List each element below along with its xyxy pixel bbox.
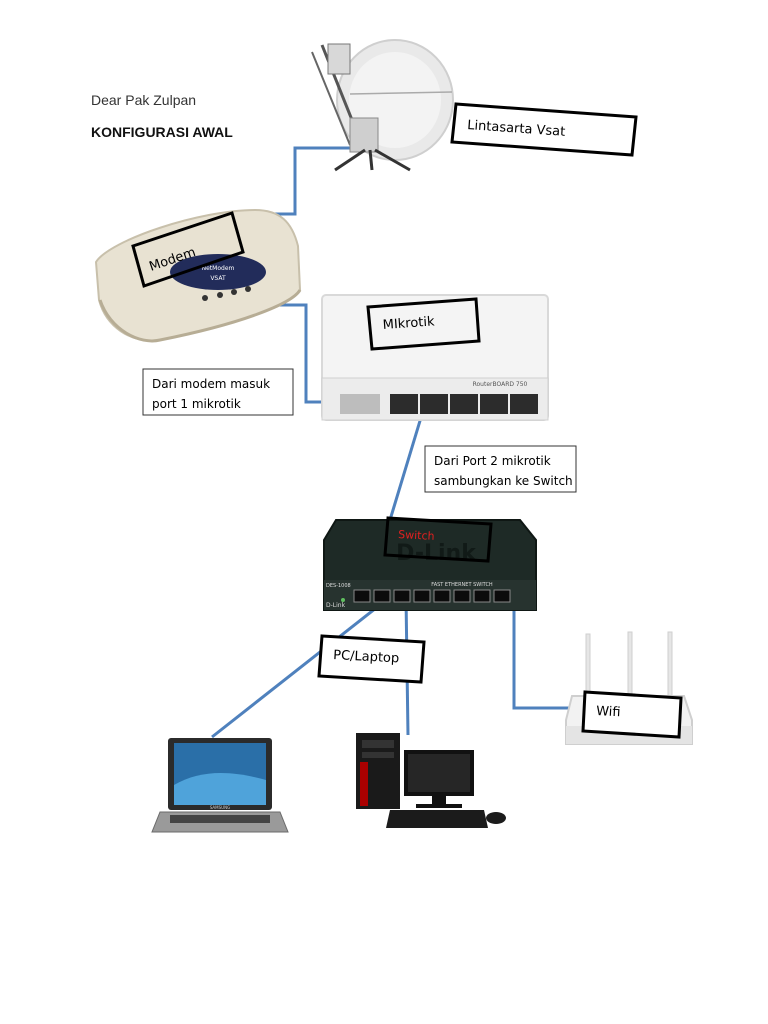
vsat-dish-image — [311, 39, 454, 172]
cable-switch-to-wifi — [512, 597, 585, 710]
switch-model-text: DES-1008 — [326, 583, 351, 589]
page-title: KONFIGURASI AWAL — [91, 124, 233, 140]
switch-image: D-Link DES-1008 D-Link FAST ETHERNET SWI… — [323, 519, 537, 611]
label-box-wifi: Wifi — [581, 690, 683, 739]
greeting-text: Dear Pak Zulpan — [91, 92, 197, 108]
mikrotik-image: RouterBOARD 750 — [321, 294, 549, 421]
label-box-vsat: Lintasarta Vsat — [450, 102, 638, 157]
switch-label: Switch — [398, 528, 435, 543]
switch-subtitle-text: FAST ETHERNET SWITCH — [431, 582, 493, 588]
label-box-modem-to-mikrotik: Dari modem masuk port 1 mikrotik — [142, 368, 294, 416]
mikrotik-brand-text: RouterBOARD 750 — [473, 381, 528, 388]
label-box-pc-laptop: PC/Laptop — [317, 634, 426, 684]
label-box-switch: Switch — [383, 516, 493, 563]
mikrotik-to-switch-line2: sambungkan ke Switch — [434, 474, 573, 488]
mikrotik-label: MIkrotik — [382, 314, 435, 333]
pc-laptop-label: PC/Laptop — [333, 648, 400, 666]
wifi-label: Wifi — [596, 704, 621, 720]
modem-to-mikrotik-line1: Dari modem masuk — [152, 377, 270, 391]
modem-model-text: VSAT — [210, 275, 226, 282]
modem-to-mikrotik-line2: port 1 mikrotik — [152, 397, 241, 411]
modem-image: NetModem VSAT — [94, 208, 302, 343]
desktop-pc-image — [356, 733, 506, 828]
mikrotik-to-switch-line1: Dari Port 2 mikrotik — [434, 454, 551, 468]
vsat-label: Lintasarta Vsat — [467, 118, 566, 140]
laptop-image: SAMSUNG — [151, 738, 289, 833]
label-box-mikrotik: MIkrotik — [366, 297, 481, 351]
switch-brand-text: D-Link — [326, 602, 346, 609]
cable-switch-to-laptop — [211, 595, 391, 739]
laptop-brand-text: SAMSUNG — [210, 805, 230, 810]
cable-vsat-to-modem — [243, 146, 350, 216]
label-box-mikrotik-to-switch: Dari Port 2 mikrotik sambungkan ke Switc… — [424, 445, 577, 493]
switch-logo-text: D-Link — [396, 541, 477, 566]
modem-brand-text: NetModem — [202, 265, 235, 272]
